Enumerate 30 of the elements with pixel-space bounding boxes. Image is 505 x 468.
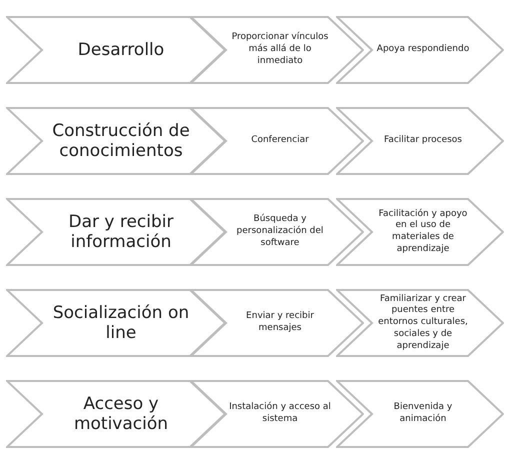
step-heading: Acceso y motivación bbox=[72, 394, 170, 434]
step-heading: Desarrollo bbox=[78, 40, 164, 60]
step-text: Búsqueda y personalización del software bbox=[236, 214, 324, 250]
step-text: Instalación y acceso al sistema bbox=[228, 402, 332, 426]
step-text: Apoya respondiendo bbox=[376, 44, 470, 56]
chevron-shape bbox=[6, 289, 226, 357]
chevron-shape bbox=[336, 380, 504, 448]
step-text: Bienvenida y animación bbox=[392, 402, 454, 426]
chevron-shape bbox=[6, 198, 226, 266]
chevron-shape bbox=[336, 16, 504, 84]
chevron-shape bbox=[6, 380, 226, 448]
step-text: Facilitación y apoyo en el uso de materiales de aprendizaje bbox=[378, 208, 468, 256]
chevron-shape bbox=[190, 380, 364, 448]
step-heading: Socialización on line bbox=[52, 302, 190, 344]
chevron-shape bbox=[336, 198, 504, 266]
chevron-shape bbox=[336, 107, 504, 175]
step-heading: Construcción de conocimientos bbox=[51, 120, 191, 162]
chevron-shape bbox=[6, 107, 226, 175]
step-text: Enviar y recibir mensajes bbox=[245, 311, 315, 335]
chevron-shape bbox=[336, 289, 504, 357]
chevron-shape bbox=[190, 107, 364, 175]
step-text: Facilitar procesos bbox=[384, 135, 462, 147]
chevron-shape bbox=[6, 16, 226, 84]
step-heading: Dar y recibir información bbox=[67, 212, 174, 252]
chevron-shape bbox=[190, 289, 364, 357]
chevron-shape bbox=[190, 16, 364, 84]
step-text: Conferenciar bbox=[251, 135, 309, 147]
step-text: Proporcionar vínculos más allá de lo inmediato bbox=[230, 32, 330, 68]
chevron-shape bbox=[190, 198, 364, 266]
step-text: Familiarizar y crear puentes entre entornos culturales, sociales y de aprendizaje bbox=[377, 294, 469, 352]
